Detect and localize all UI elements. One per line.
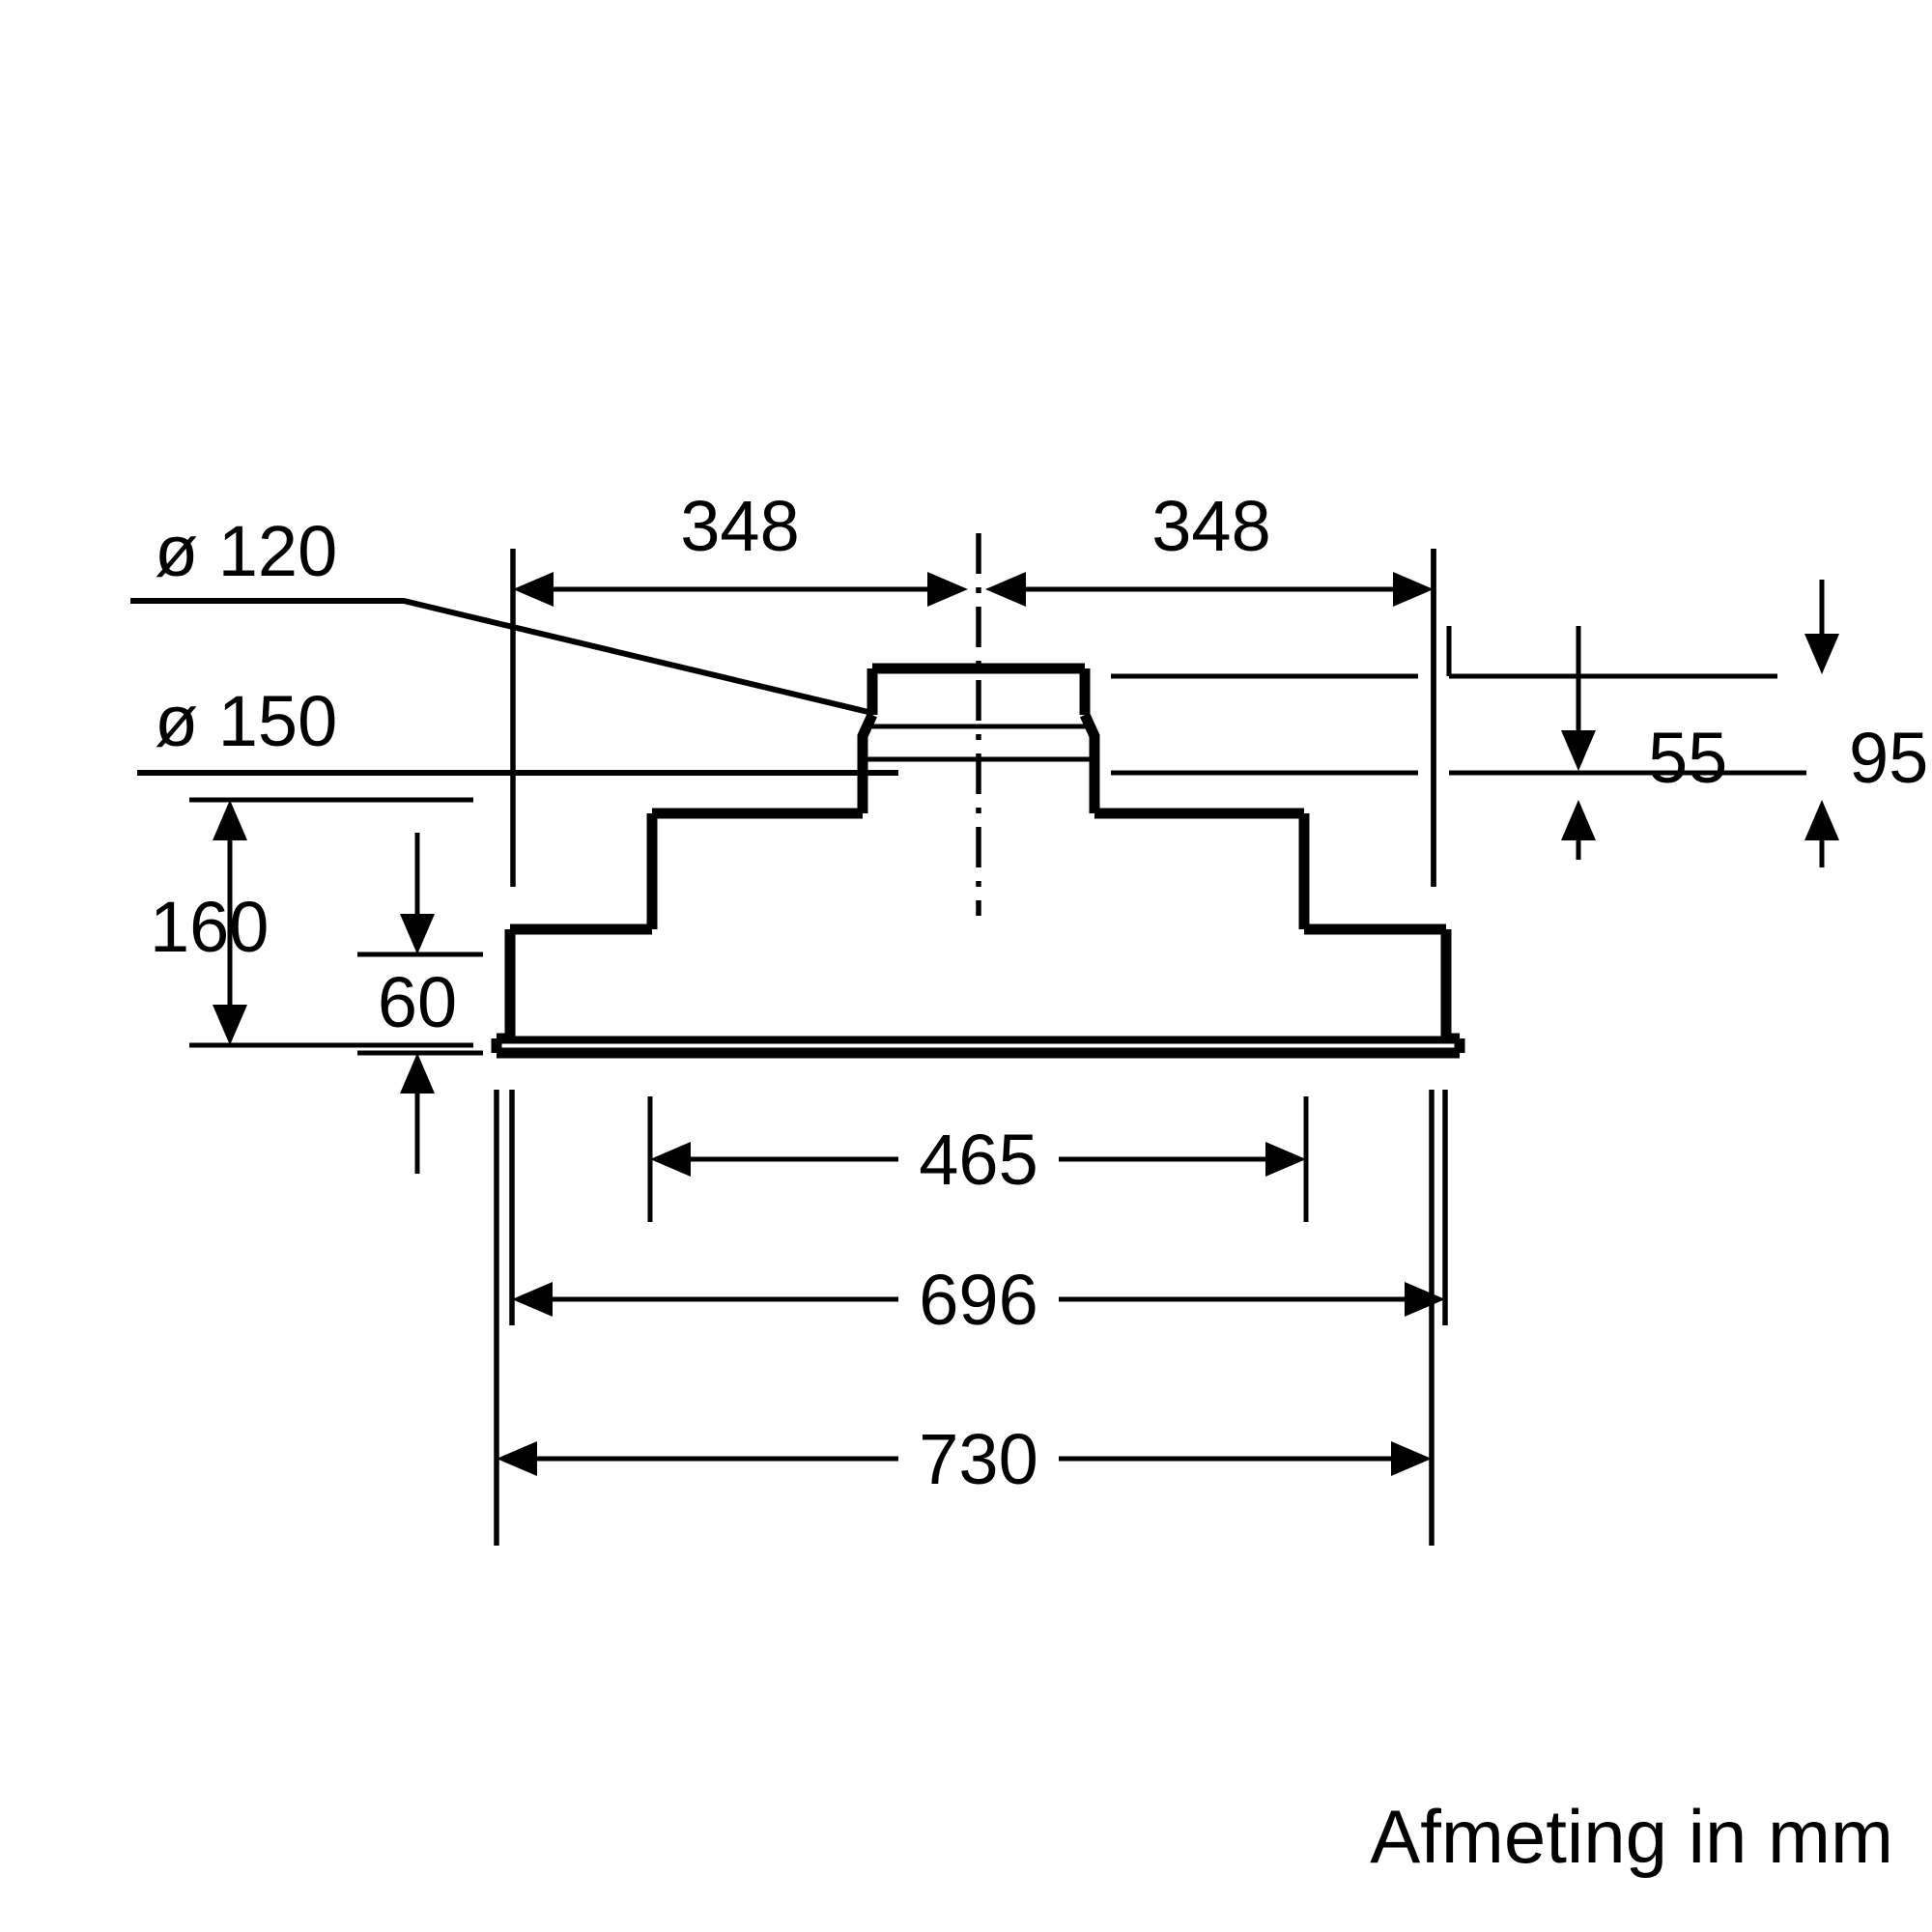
- dimension-label-55: 55: [1648, 718, 1727, 798]
- dimension-465: 465: [647, 1096, 1309, 1222]
- dimension-label-696: 696: [919, 1260, 1037, 1340]
- dimension-60: 60: [357, 833, 483, 1174]
- dimension-696: 696: [509, 1090, 1448, 1340]
- callout-diameter-150: ø 150: [137, 681, 898, 776]
- dimension-label-diameter-120: ø 120: [155, 511, 337, 591]
- dimension-348-right: 348: [985, 486, 1436, 887]
- dimension-label-465: 465: [919, 1120, 1037, 1200]
- caption-unit-note: Afmeting in mm: [1370, 1794, 1893, 1879]
- hood-outline: [491, 663, 1465, 1059]
- dimension-730: 730: [494, 1090, 1435, 1546]
- dimension-55: 55: [1111, 626, 1806, 860]
- dimension-label-348-left: 348: [680, 486, 799, 566]
- dimension-label-160: 160: [150, 887, 269, 967]
- dimension-label-348-right: 348: [1151, 486, 1270, 566]
- dimension-label-95: 95: [1849, 718, 1928, 798]
- callout-diameter-120: ø 120: [130, 511, 873, 716]
- dimension-348-left: 348: [510, 486, 968, 887]
- dimension-95: 95: [1446, 580, 1928, 867]
- dimension-label-60: 60: [378, 962, 457, 1042]
- dimension-label-730: 730: [919, 1419, 1037, 1499]
- dimension-label-diameter-150: ø 150: [155, 681, 337, 761]
- dimension-160: 160: [150, 797, 473, 1048]
